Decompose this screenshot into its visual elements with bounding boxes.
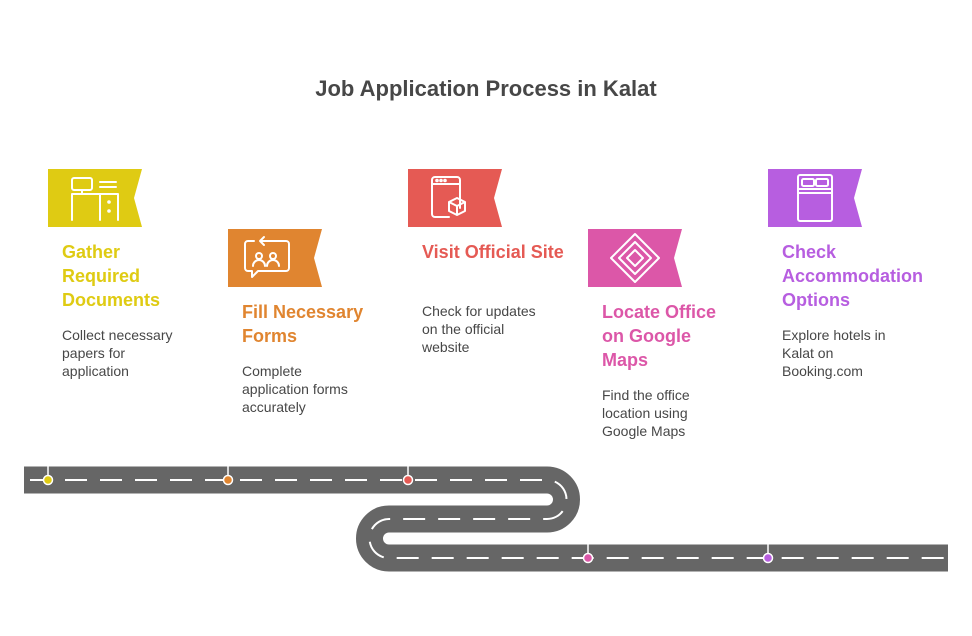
step-flag <box>228 229 322 287</box>
chat-people-icon <box>244 236 290 278</box>
diagram-title: Job Application Process in Kalat <box>315 76 657 101</box>
step-description: Find the office location using Google Ma… <box>602 387 690 439</box>
browser-box-icon <box>431 176 466 218</box>
step-description: Complete application forms accurately <box>242 363 348 415</box>
step-description: Collect necessary papers for application <box>62 327 173 379</box>
step-marker <box>762 552 774 564</box>
step-flag <box>768 169 862 227</box>
desk-icon <box>71 177 119 221</box>
step-description: Check for updates on the official websit… <box>422 303 536 355</box>
bed-icon <box>797 174 833 222</box>
road-lane-dashes <box>24 479 948 559</box>
step-flag <box>408 169 502 227</box>
step-marker <box>582 552 594 564</box>
step-title: Fill Necessary Forms <box>242 302 364 346</box>
step-marker <box>222 474 234 486</box>
step-flag <box>588 229 682 287</box>
diamond-layers-icon <box>610 233 660 283</box>
step-marker <box>42 474 54 486</box>
step-title: Locate Office on Google Maps <box>602 302 717 370</box>
step-title: Check Accommodation Options <box>782 242 924 310</box>
step-flag <box>48 169 142 227</box>
step-title: Gather Required Documents <box>62 242 161 310</box>
step-description: Explore hotels in Kalat on Booking.com <box>782 327 886 379</box>
step-marker <box>402 474 414 486</box>
step-title: Visit Official Site <box>422 242 564 262</box>
